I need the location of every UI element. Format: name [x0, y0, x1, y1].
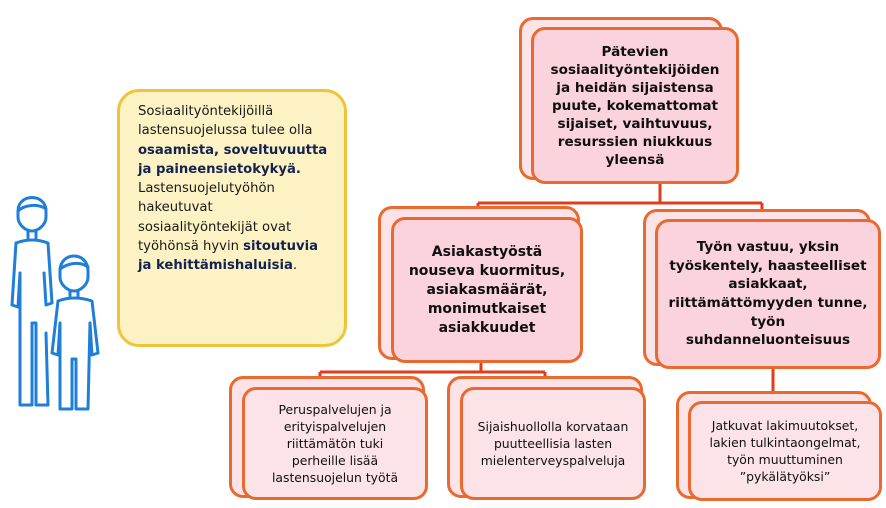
callout-text-intro: Sosiaalityöntekijöillä lastensuojelussa …	[138, 104, 313, 139]
right-node: Työn vastuu, yksin työskentely, haasteel…	[655, 219, 881, 369]
info-callout: Sosiaalityöntekijöillä lastensuojelussa …	[117, 89, 347, 347]
leaf1-node: Peruspalvelujen ja erityispalvelujen rii…	[242, 387, 428, 500]
right-node-text: Työn vastuu, yksin työskentely, haasteel…	[668, 239, 868, 349]
leaf3-node: Jatkuvat lakimuutokset, lakien tulkintao…	[688, 401, 882, 501]
parent-and-child-figure-icon	[10, 196, 100, 411]
leaf1-node-text: Peruspalvelujen ja erityispalvelujen rii…	[271, 402, 399, 485]
left-node: Asiakastyöstä nouseva kuormitus, asiakas…	[391, 217, 583, 363]
callout-text-end: .	[292, 258, 298, 274]
callout-text-middle: Lastensuojelutyöhön hakeutuvat sosiaalit…	[138, 181, 292, 255]
callout-text-competences: osaamista, soveltuvuutta ja paineensieto…	[138, 142, 328, 177]
leaf2-node: Sijaishuollolla korvataan puutteellisia …	[460, 387, 646, 500]
root-node-text: Pätevien sosiaalityöntekijöiden ja heidä…	[550, 43, 720, 168]
root-node: Pätevien sosiaalityöntekijöiden ja heidä…	[531, 27, 739, 184]
leaf3-node-text: Jatkuvat lakimuutokset, lakien tulkintao…	[709, 418, 861, 484]
callout-text-commitment: sitoutuvia ja kehittämishaluisia	[138, 239, 319, 274]
leaf2-node-text: Sijaishuollolla korvataan puutteellisia …	[477, 419, 629, 468]
left-node-text: Asiakastyöstä nouseva kuormitus, asiakas…	[408, 243, 566, 336]
